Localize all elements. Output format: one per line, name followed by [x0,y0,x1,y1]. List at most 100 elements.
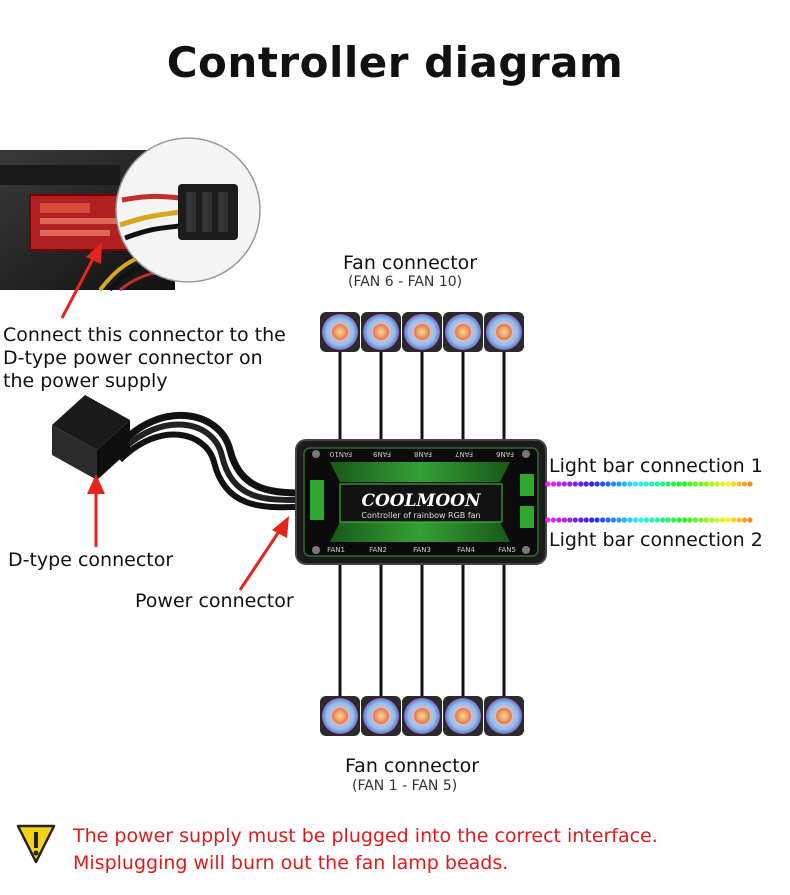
warning-triangle-icon [16,824,56,864]
led-bead [692,481,699,487]
led-bead [725,517,731,523]
led-bead [736,517,742,523]
led-bead [698,517,704,523]
led-bead [550,481,557,487]
led-bead [654,481,660,487]
psu-note-line-3: the power supply [3,370,168,392]
led-bead [681,517,688,523]
led-bead [731,481,737,487]
hub-port-label: FAN2 [369,546,387,554]
hub-port-label: FAN8 [414,450,432,458]
led-bead [589,481,595,487]
led-bead [638,517,644,523]
light-bar-2-label: Light bar connection 2 [549,529,763,551]
fan-icon [443,696,483,736]
led-bead [561,481,568,487]
hub-port-label: FAN9 [373,450,391,458]
led-bead [681,481,688,487]
led-bead [698,481,704,487]
led-bead [567,481,573,487]
led-bead [714,481,720,487]
led-bead [632,481,639,487]
led-bead [725,481,731,487]
led-bead [572,481,578,487]
fan-icon [361,312,401,352]
light-bar-strip-1 [545,481,753,487]
light-bar-strip-2 [545,517,753,523]
hub-port-label: FAN3 [413,546,431,554]
fan-connector-bottom-sub: (FAN 1 - FAN 5) [352,778,458,794]
hub-tagline: Controller of rainbow RGB fan [361,511,480,520]
fan-connector-top-label: Fan connector [343,252,478,274]
led-bead [545,517,551,523]
fan-icon [484,696,524,736]
led-bead [741,481,748,487]
led-bead [731,517,737,523]
fan-icon [320,312,360,352]
led-bead [709,517,715,523]
power-connector-label: Power connector [135,590,294,612]
led-bead [545,481,551,487]
top-fans [320,312,524,352]
psu-arrow-head [86,242,102,264]
bottom-fans [320,696,524,736]
led-bead [654,517,660,523]
led-bead [747,481,753,487]
led-bead [687,517,693,523]
psu-note-line-1: Connect this connector to the [3,324,286,346]
fan-icon [443,312,483,352]
led-bead [605,517,611,523]
led-bead [600,517,606,523]
led-bead [703,481,709,487]
led-bead [621,517,628,523]
led-bead [616,517,622,523]
led-bead [583,481,589,487]
power-arrow-head [272,516,289,538]
d-type-arrow-head [87,474,105,494]
led-bead [671,517,677,523]
page-title: Controller diagram [166,38,624,87]
fan-cables [338,350,506,698]
led-bead [578,517,584,523]
hub-port-label: FAN7 [455,450,473,458]
hub-port-label: FAN4 [457,546,475,554]
hub-port-label: FAN1 [327,546,345,554]
power-arrow [238,529,282,591]
fan-icon [484,312,524,352]
psu-note-line-2: D-type power connector on [3,347,263,369]
led-bead [556,517,562,523]
led-bead [594,481,600,487]
led-bead [594,517,600,523]
led-bead [627,517,633,523]
hub-brand: COOLMOON [361,491,482,511]
led-bead [583,517,589,523]
led-bead [720,517,726,523]
power-supply-image [0,137,261,292]
led-bead [665,481,671,487]
led-bead [610,481,617,487]
led-bead [714,517,720,523]
fan-icon [402,696,442,736]
fan-icon [361,696,401,736]
led-bead [550,517,557,523]
led-bead [578,481,584,487]
led-bead [709,481,715,487]
d-type-connector-label: D-type connector [8,549,174,571]
d-type-connector-image [52,395,297,511]
led-bead [643,517,649,523]
led-bead [605,481,611,487]
hub-port-label: FAN10 [330,450,352,458]
light-bar-1-label: Light bar connection 1 [549,455,763,477]
led-bead [660,481,666,487]
led-bead [567,517,573,523]
led-bead [589,517,595,523]
led-bead [556,481,562,487]
led-bead [665,517,671,523]
hub-port-label: FAN6 [496,450,514,458]
hub-port-label: FAN5 [498,546,516,554]
led-bead [741,517,748,523]
led-bead [736,481,742,487]
fan-icon [320,696,360,736]
led-bead [572,517,578,523]
